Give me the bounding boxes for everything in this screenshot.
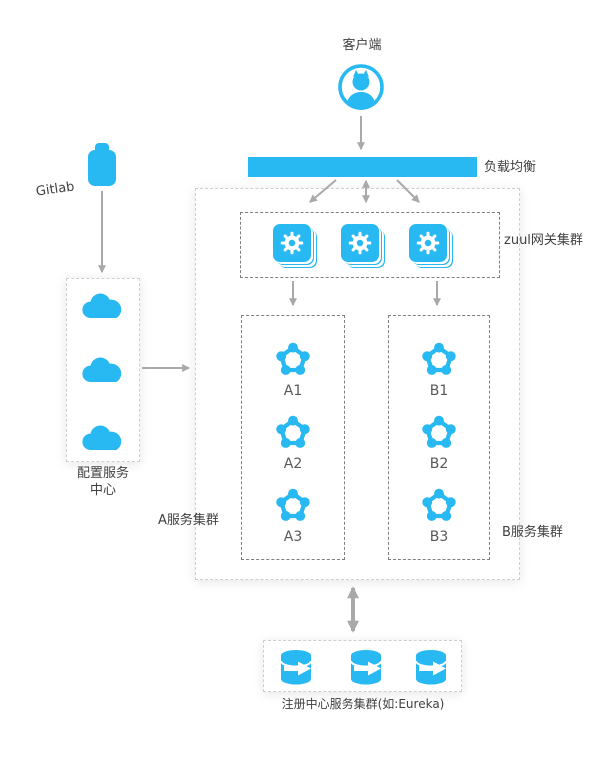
load-balancer-bar — [248, 157, 477, 177]
service-icon — [276, 488, 310, 521]
service-node-label: A3 — [283, 529, 303, 545]
service-icon — [422, 342, 456, 375]
service-icon — [276, 415, 310, 448]
database-sync-icon — [415, 650, 447, 685]
service-node-label: A2 — [283, 456, 303, 472]
cloud-icon — [82, 357, 122, 382]
gateway-label: zuul网关集群 — [504, 233, 583, 248]
service-icon — [422, 488, 456, 521]
registry-label: 注册中心服务集群(如:Eureka) — [281, 697, 445, 711]
cloud-icon — [82, 293, 122, 318]
config-center-label-line1: 配置服务 — [76, 466, 129, 481]
service-node-a1: A1 — [263, 341, 323, 399]
gear-icon — [416, 231, 440, 255]
cloud-icon — [82, 425, 122, 450]
service-node-label: A1 — [283, 383, 303, 399]
config-center-label: 配置服务 中心 — [53, 466, 153, 500]
database-sync-icon — [350, 650, 382, 685]
cluster-a-label: A服务集群 — [158, 513, 219, 528]
service-icon — [422, 415, 456, 448]
service-node-b1: B1 — [409, 341, 469, 399]
load-balancer-label: 负载均衡 — [484, 160, 537, 175]
gitlab-repo-icon — [88, 143, 116, 186]
service-node-a2: A2 — [263, 414, 323, 472]
service-node-label: B1 — [429, 383, 449, 399]
service-node-label: B3 — [429, 529, 449, 545]
gear-icon — [348, 231, 372, 255]
client-label: 客户端 — [342, 38, 382, 53]
config-center-label-line2: 中心 — [89, 482, 116, 498]
service-node-a3: A3 — [263, 487, 323, 545]
gateway-node — [273, 224, 311, 262]
gear-icon — [280, 231, 304, 255]
cluster-b-label: B服务集群 — [502, 525, 563, 540]
gitlab-label: Gitlab — [35, 179, 76, 200]
service-icon — [276, 342, 310, 375]
gateway-node — [341, 224, 379, 262]
database-sync-icon — [280, 650, 312, 685]
service-node-b2: B2 — [409, 414, 469, 472]
user-icon — [338, 64, 384, 110]
service-node-label: B2 — [429, 456, 449, 472]
service-node-b3: B3 — [409, 487, 469, 545]
gateway-node — [409, 224, 447, 262]
